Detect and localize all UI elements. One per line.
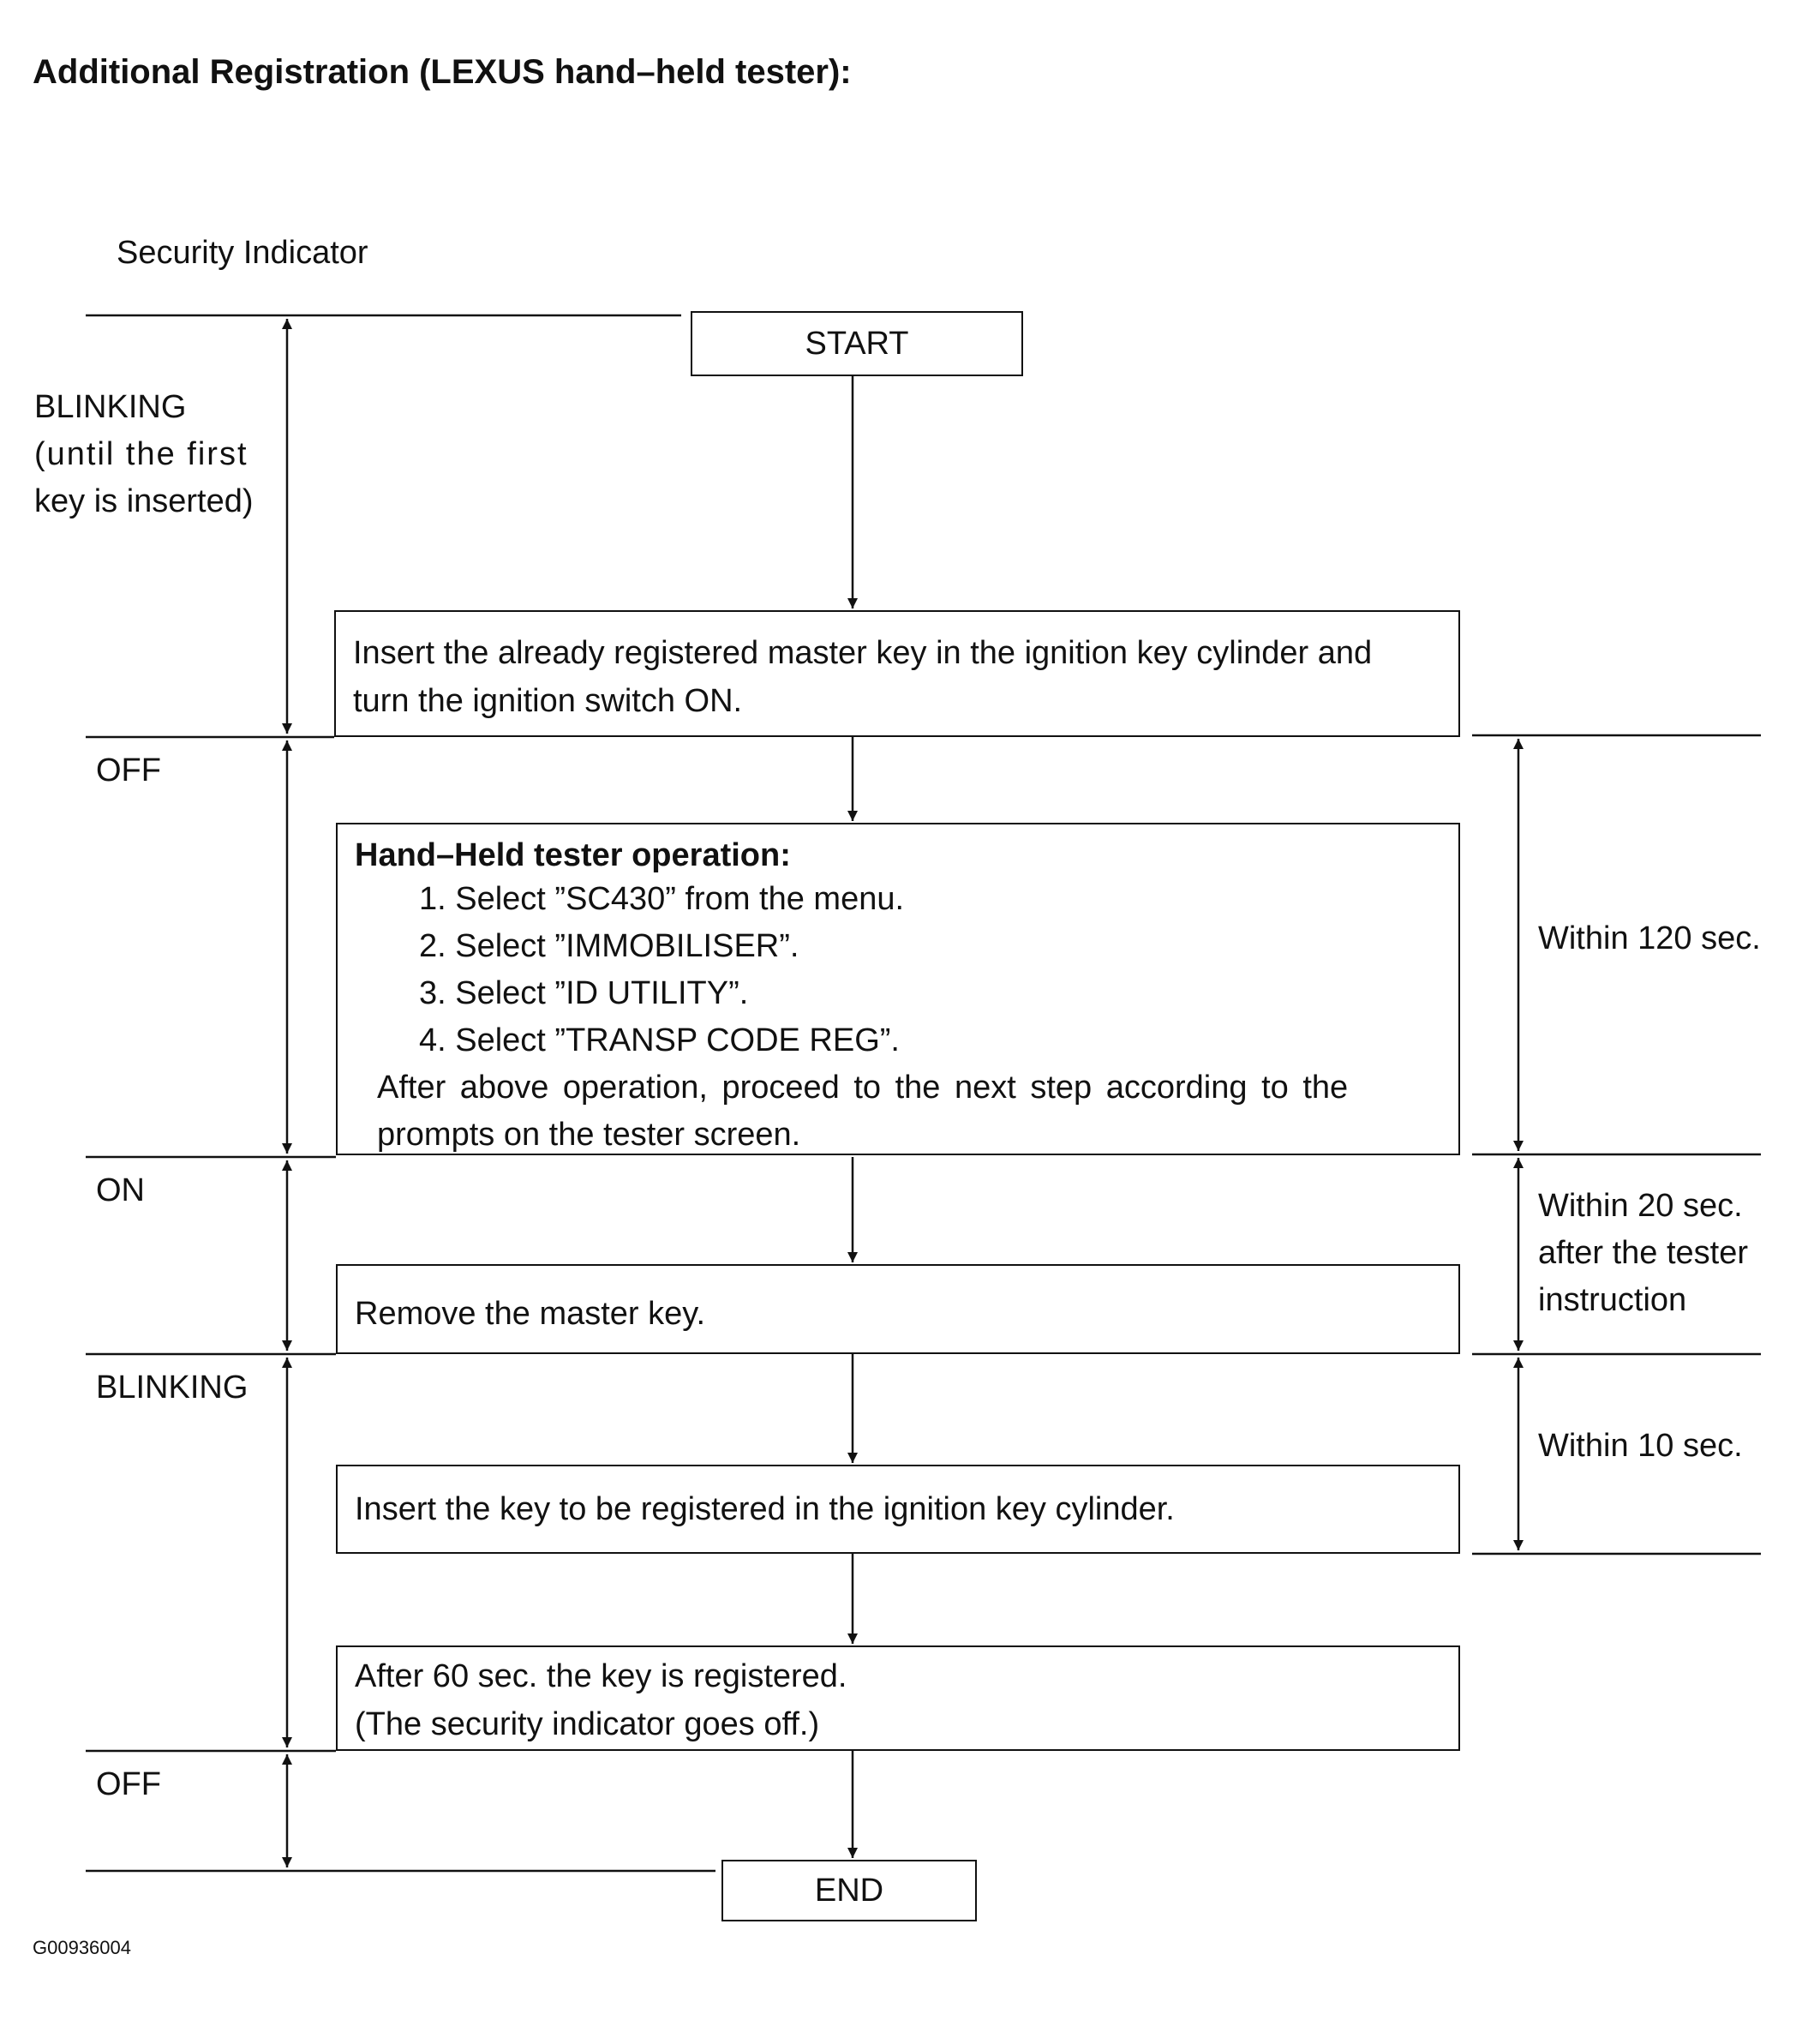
start-box: START <box>691 311 1023 376</box>
timing-20-sec: Within 20 sec. after the tester instruct… <box>1538 1183 1748 1324</box>
indicator-header: Security Indicator <box>117 235 368 271</box>
state-blinking-initial: BLINKING (until the first key is inserte… <box>34 384 254 525</box>
end-label: END <box>814 1872 884 1909</box>
page-title: Additional Registration (LEXUS hand–held… <box>33 53 852 91</box>
timing-line: instruction <box>1538 1282 1687 1319</box>
state-on: ON <box>96 1172 145 1208</box>
timing-120-sec: Within 120 sec. <box>1538 920 1761 956</box>
insert-master-key-box: Insert the already registered master key… <box>334 610 1460 737</box>
state-off-2: OFF <box>96 1766 161 1802</box>
end-box: END <box>721 1860 977 1921</box>
figure-code: G00936004 <box>33 1937 131 1958</box>
timing-line: after the tester <box>1538 1235 1749 1272</box>
tester-after-line: prompts on the tester screen. <box>377 1117 801 1153</box>
tester-step: 1. Select ”SC430” from the menu. <box>419 881 905 917</box>
state-blinking-2: BLINKING <box>96 1370 248 1406</box>
state-line: BLINKING <box>34 389 187 425</box>
tester-after-text: After above operation, proceed to the ne… <box>355 1064 1458 1159</box>
tester-after-line: After above operation, proceed to the ne… <box>377 1070 1349 1106</box>
insert-new-key-box: Insert the key to be registered in the i… <box>336 1465 1460 1554</box>
start-label: START <box>805 325 909 362</box>
state-line: key is inserted) <box>34 483 254 520</box>
box-text-line: Remove the master key. <box>355 1296 706 1332</box>
tester-operation-box: Hand–Held tester operation: 1. Select ”S… <box>336 823 1460 1155</box>
key-registered-box: After 60 sec. the key is registered. (Th… <box>336 1645 1460 1751</box>
state-off-1: OFF <box>96 752 161 788</box>
box-text-line: Insert the key to be registered in the i… <box>355 1491 1175 1527</box>
timing-line: Within 20 sec. <box>1538 1188 1743 1224</box>
box-text-line: Insert the already registered master key… <box>353 635 1373 671</box>
timing-10-sec: Within 10 sec. <box>1538 1428 1743 1464</box>
remove-master-key-box: Remove the master key. <box>336 1264 1460 1354</box>
tester-step: 3. Select ”ID UTILITY”. <box>419 975 749 1011</box>
tester-step-list: 1. Select ”SC430” from the menu. 2. Sele… <box>355 876 1458 1064</box>
tester-step: 4. Select ”TRANSP CODE REG”. <box>419 1022 900 1058</box>
tester-step: 2. Select ”IMMOBILISER”. <box>419 928 799 964</box>
box-text-line: (The security indicator goes off.) <box>355 1706 820 1742</box>
box-text-line: After 60 sec. the key is registered. <box>355 1658 847 1694</box>
box-text-line: turn the ignition switch ON. <box>353 683 743 719</box>
state-line: (until the first <box>34 436 248 473</box>
tester-heading: Hand–Held tester operation: <box>355 837 791 873</box>
